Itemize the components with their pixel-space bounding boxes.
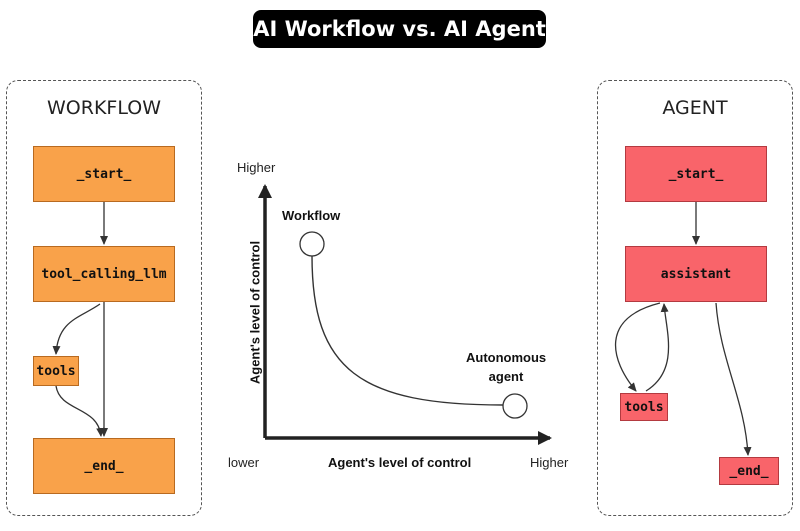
workflow-start-node: _start_	[33, 146, 175, 202]
workflow-tools-node: tools	[33, 356, 79, 386]
workflow-edge-llm-tools	[52, 303, 101, 355]
agent-title: AGENT	[662, 97, 728, 119]
x-axis-high-label: Higher	[530, 455, 569, 470]
agent-edge-tools-assistant	[645, 303, 670, 392]
agent-panel: AGENT	[597, 80, 793, 516]
agent-edge-assistant-end	[715, 302, 752, 456]
point-workflow	[299, 231, 325, 257]
workflow-llm-node: tool_calling_llm	[33, 246, 175, 302]
point-autonomous-agent	[502, 393, 528, 419]
y-axis-high-label: Higher	[237, 160, 276, 175]
agent-tools-node: tools	[620, 393, 668, 421]
page-title: AI Workflow vs. AI Agent	[253, 10, 546, 48]
y-axis-title: Agent's level of control	[247, 240, 263, 385]
workflow-end-node: _end_	[33, 438, 175, 494]
agent-point-label-line1: Autonomous	[466, 350, 547, 365]
agent-assistant-node: assistant	[625, 246, 767, 302]
x-axis-low-label: lower	[228, 455, 260, 470]
x-axis-title: Agent's level of control	[328, 455, 472, 470]
agent-end-node: _end_	[719, 457, 779, 485]
workflow-point-label: Workflow	[282, 208, 341, 223]
workflow-panel: WORKFLOW	[6, 80, 202, 516]
tradeoff-curve	[311, 255, 504, 406]
agent-point-label-line2: agent	[488, 369, 524, 384]
agent-start-node: _start_	[625, 146, 767, 202]
workflow-title: WORKFLOW	[47, 97, 161, 119]
workflow-edge-tools-end	[55, 385, 105, 437]
agent-edge-assistant-tools	[614, 302, 661, 392]
